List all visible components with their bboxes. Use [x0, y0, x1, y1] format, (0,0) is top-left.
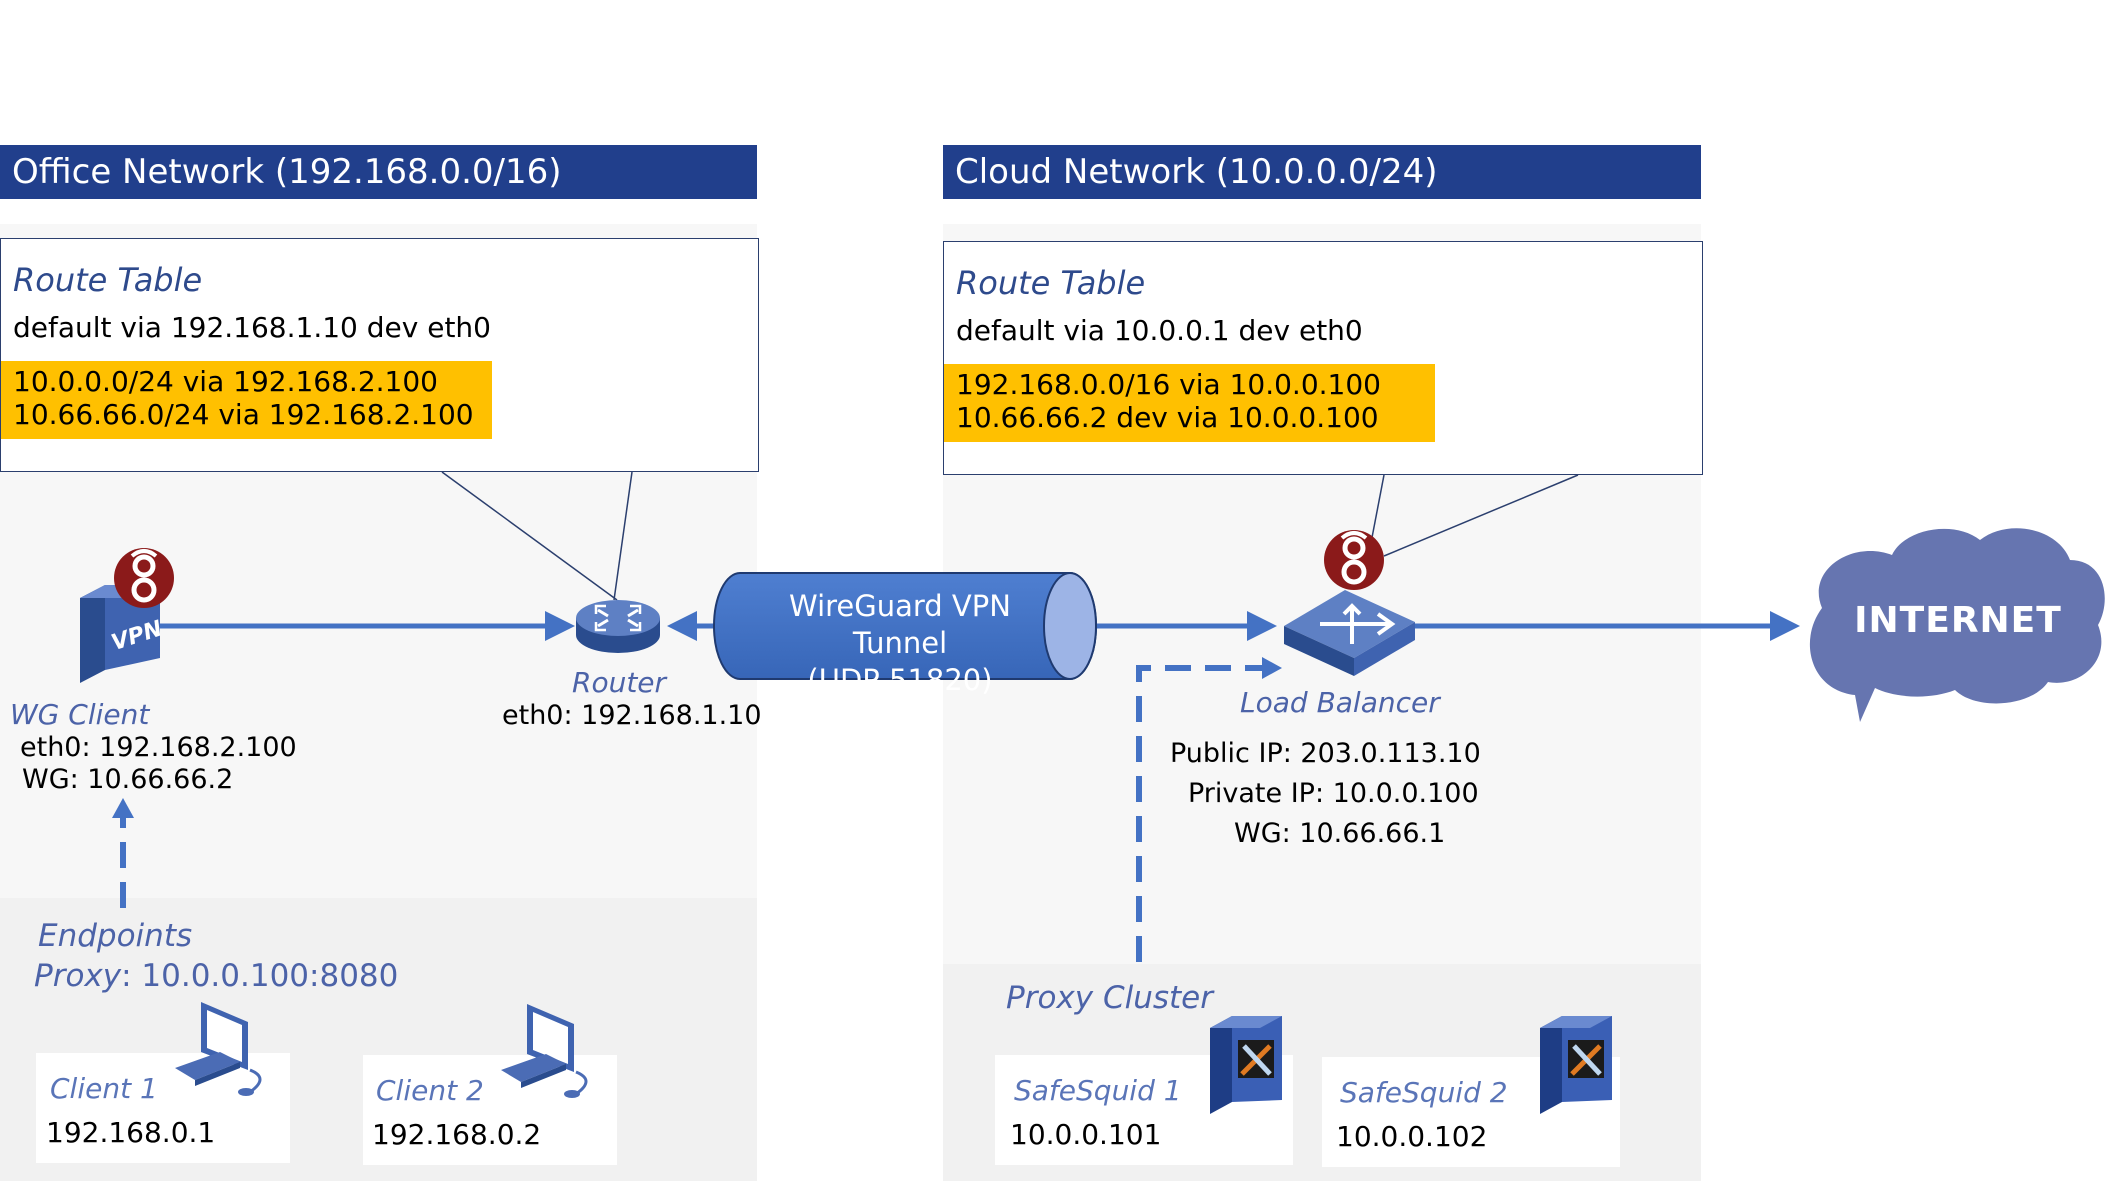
- proxy-label: Proxy: [34, 958, 122, 994]
- load-balancer-private-ip: Private IP: 10.0.0.100: [1188, 778, 1479, 809]
- internet-label: INTERNET: [1854, 600, 2062, 641]
- computer-icon: [501, 1004, 588, 1098]
- callout-line: [1383, 474, 1579, 557]
- callout-line: [1369, 474, 1385, 549]
- wg-client-label: WG Client: [10, 698, 150, 731]
- vpn-route: 10.0.0.0/24 via 192.168.2.100: [13, 365, 438, 398]
- load-balancer-label: Load Balancer: [1240, 686, 1440, 719]
- vpn-route: 192.168.0.0/16 via 10.0.0.100: [956, 368, 1381, 401]
- wireguard-logo-icon: [114, 548, 174, 608]
- tunnel-label-line2: (UDP 51820): [807, 663, 993, 697]
- client-name: Client 2: [376, 1074, 484, 1107]
- proxy-node-name: SafeSquid 1: [1014, 1074, 1182, 1107]
- proxy-node-ip: 10.0.0.101: [1010, 1118, 1162, 1151]
- right-arrowhead: [1262, 657, 1282, 679]
- vpn-routes-highlight: 192.168.0.0/16 via 10.0.0.100 10.66.66.2…: [944, 364, 1435, 442]
- internet-cloud-icon: [1809, 528, 2105, 722]
- load-balancer-icon: [1284, 590, 1415, 676]
- wg-client-wg: WG: 10.66.66.2: [22, 764, 234, 795]
- vpn-tunnel-icon: [713, 572, 1097, 680]
- vpn-routes-highlight: 10.0.0.0/24 via 192.168.2.100 10.66.66.0…: [1, 361, 492, 439]
- cluster-to-lb-dashed: [1136, 665, 1262, 962]
- load-balancer-wg: WG: 10.66.66.1: [1234, 818, 1446, 849]
- proxy-node-name: SafeSquid 2: [1340, 1076, 1508, 1109]
- wireguard-logo-icon: [1324, 530, 1384, 590]
- callout-line: [613, 471, 633, 601]
- callout-line: [441, 471, 618, 601]
- vpn-route: 10.66.66.2 dev via 10.0.0.100: [956, 401, 1379, 434]
- cloud-route-table: Route Table default via 10.0.0.1 dev eth…: [943, 241, 1703, 475]
- route-table-title: Route Table: [956, 264, 1146, 302]
- client-ip: 192.168.0.2: [372, 1118, 542, 1151]
- server-tools-icon: [1210, 1016, 1282, 1114]
- proxy-cluster-title: Proxy Cluster: [1006, 980, 1213, 1016]
- client-ip: 192.168.0.1: [46, 1116, 216, 1149]
- load-balancer-public-ip: Public IP: 203.0.113.10: [1170, 738, 1481, 769]
- proxy-value: : 10.0.0.100:8080: [121, 958, 399, 994]
- tunnel-label-line1: WireGuard VPN Tunnel: [789, 589, 1011, 660]
- office-network-header: Office Network (192.168.0.0/16): [0, 145, 757, 199]
- router-icon: [576, 600, 660, 653]
- route-table-title: Route Table: [13, 261, 203, 299]
- computer-icon: [175, 1002, 262, 1096]
- default-route: default via 192.168.1.10 dev eth0: [13, 311, 491, 344]
- vpn-route: 10.66.66.0/24 via 192.168.2.100: [13, 398, 474, 431]
- router-eth0: eth0: 192.168.1.10: [502, 700, 762, 731]
- up-arrowhead: [112, 798, 134, 818]
- endpoints-proxy: Proxy: 10.0.0.100:8080: [34, 958, 398, 994]
- cloud-network-header: Cloud Network (10.0.0.0/24): [943, 145, 1701, 199]
- server-tools-icon: [1540, 1016, 1612, 1114]
- endpoints-title: Endpoints: [38, 918, 193, 954]
- default-route: default via 10.0.0.1 dev eth0: [956, 314, 1363, 347]
- router-label: Router: [572, 666, 667, 699]
- client-card: [363, 1055, 617, 1165]
- tunnel-label: WireGuard VPN Tunnel (UDP 51820): [740, 588, 1060, 699]
- office-route-table: Route Table default via 192.168.1.10 dev…: [0, 238, 759, 472]
- client-name: Client 1: [50, 1072, 158, 1105]
- proxy-node-ip: 10.0.0.102: [1336, 1120, 1488, 1153]
- wg-client-eth0: eth0: 192.168.2.100: [20, 732, 297, 763]
- client-card: [36, 1053, 290, 1163]
